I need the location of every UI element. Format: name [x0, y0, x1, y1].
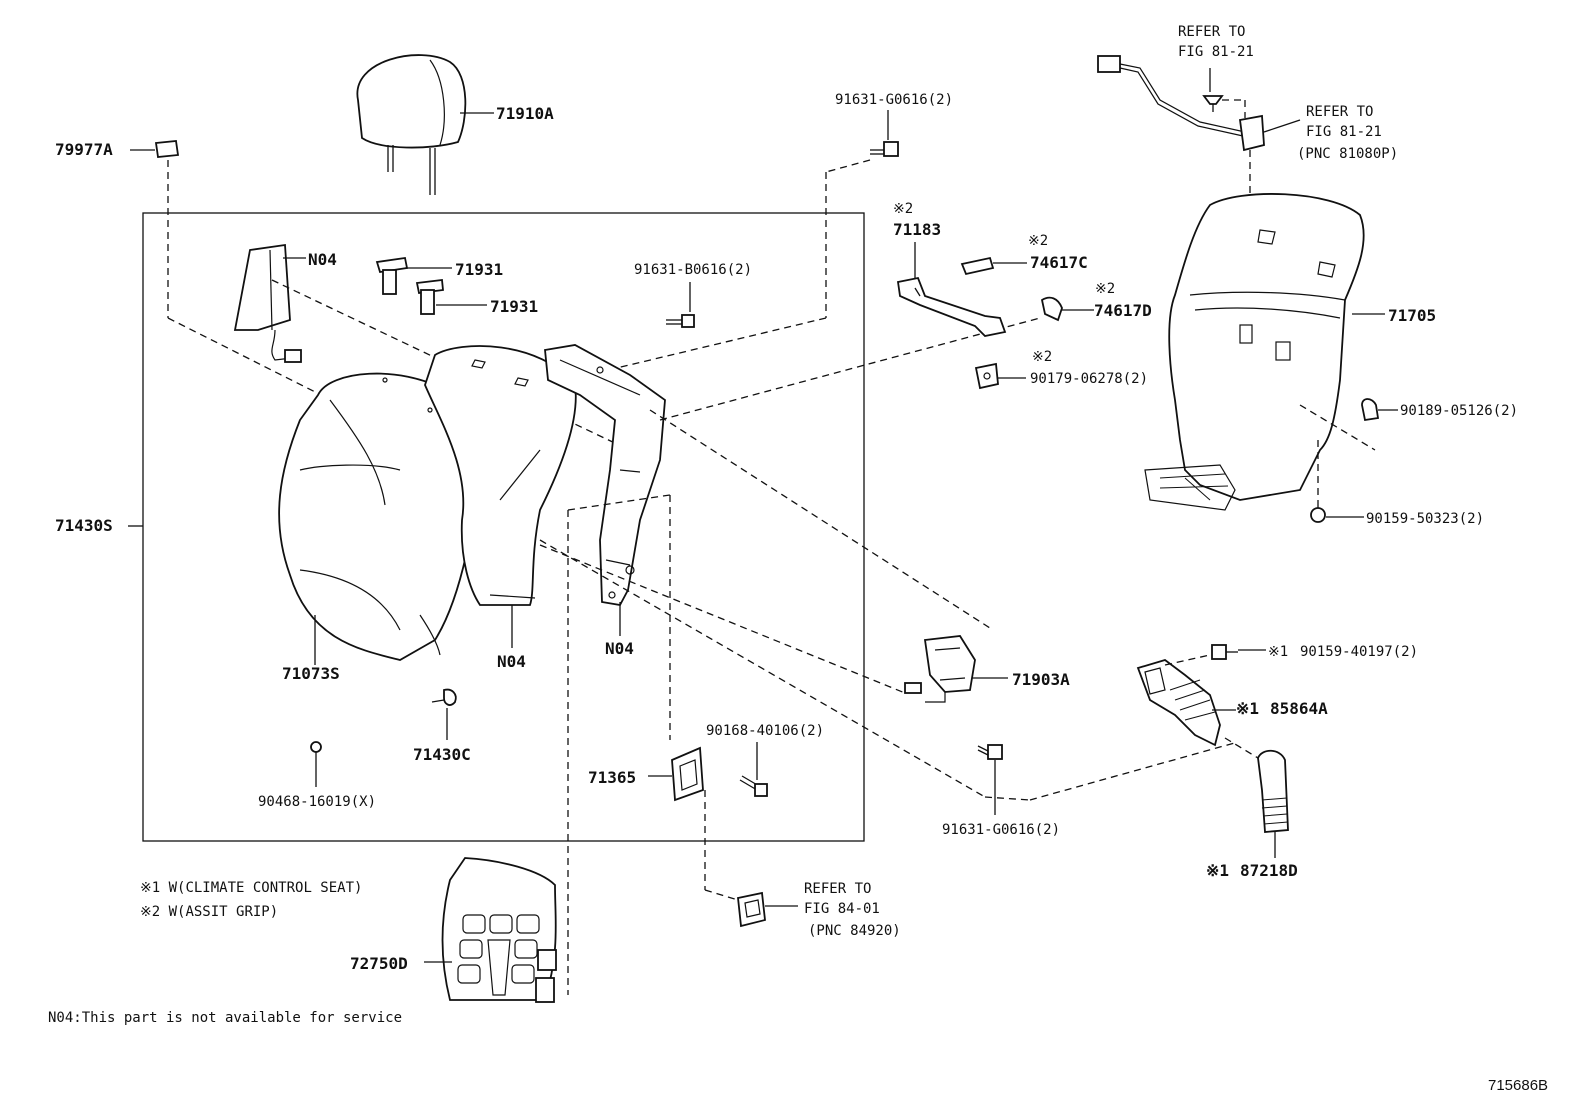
screw-81-21-drawing	[1202, 95, 1224, 112]
bolt-91631-B0616-drawing	[666, 314, 695, 328]
part-label-71910A: 71910A	[496, 104, 554, 123]
ref-84-01-line3: (PNC 84920)	[808, 923, 901, 939]
heater-pad-72750D-drawing	[441, 857, 557, 1003]
part-label-90189-05126: 90189-05126(2)	[1400, 403, 1518, 419]
clip-71430C-drawing	[431, 688, 457, 706]
part-label-71073S: 71073S	[282, 664, 340, 683]
part-label-90159-40197: 90159-40197(2)	[1300, 644, 1418, 660]
diagram-id: 715686B	[1488, 1077, 1548, 1094]
ref-81-21-a-line2: FIG 81-21	[1178, 44, 1254, 60]
note-n04-not-available: N04:This part is not available for servi…	[48, 1010, 402, 1026]
part-label-90179-06278: 90179-06278(2)	[1030, 371, 1148, 387]
headrest-support-1-drawing	[375, 256, 409, 295]
cap-74617D-drawing	[1040, 296, 1063, 322]
part-label-79977A: 79977A	[55, 140, 113, 159]
part-label-90159-50323: 90159-50323(2)	[1366, 511, 1484, 527]
release-71903A-drawing	[904, 635, 976, 703]
part-label-91631-G0616-top: 91631-G0616(2)	[835, 92, 953, 108]
part-label-N04-pad: N04	[497, 652, 526, 671]
part-label-71365: 71365	[588, 768, 636, 787]
note-climate-control: ※1 W(CLIMATE CONTROL SEAT)	[140, 880, 362, 896]
part-label-91631-B0616: 91631-B0616(2)	[634, 262, 752, 278]
wire-harness-81080P-drawing	[1097, 55, 1265, 152]
part-label-N04-frame: N04	[605, 639, 634, 658]
part-label-90168-40106: 90168-40106(2)	[706, 723, 824, 739]
part-label-71183: 71183	[893, 220, 941, 239]
part-label-N04-airbag: N04	[308, 250, 337, 269]
blower-85864A-drawing	[1136, 659, 1221, 747]
mark-2-74617D: ※2	[1095, 281, 1115, 297]
screw-90168-drawing	[739, 775, 768, 797]
seatback-cover-drawing	[278, 372, 481, 661]
clip-90468-drawing	[310, 741, 322, 753]
mark-1-87218D: ※1	[1206, 861, 1229, 880]
part-label-90468-16019: 90468-16019(X)	[258, 794, 376, 810]
mark-2-71183: ※2	[893, 201, 913, 217]
part-label-71931-a: 71931	[455, 260, 503, 279]
headrest-drawing	[356, 54, 467, 195]
part-label-71931-b: 71931	[490, 297, 538, 316]
cover-71365-drawing	[671, 746, 704, 802]
mark-1-85864A: ※1	[1236, 699, 1259, 718]
part-label-85864A: 85864A	[1270, 699, 1328, 718]
ref-81-21-b-line2: FIG 81-21	[1306, 124, 1382, 140]
nut-90159-50323-drawing	[1310, 500, 1326, 523]
assist-grip-drawing	[896, 276, 1007, 337]
part-label-71903A: 71903A	[1012, 670, 1070, 689]
ref-84-01-line2: FIG 84-01	[804, 901, 880, 917]
seatback-frame-drawing	[544, 344, 666, 606]
ref-81-21-b-line3: (PNC 81080P)	[1297, 146, 1398, 162]
ref-84-01-line1: REFER TO	[804, 881, 871, 897]
clip-79977A-drawing	[154, 140, 180, 158]
part-label-71430C: 71430C	[413, 745, 471, 764]
clip-90189-drawing	[1361, 398, 1380, 422]
part-label-71430S: 71430S	[55, 516, 113, 535]
switch-84920-drawing	[737, 891, 766, 928]
ref-81-21-b-line1: REFER TO	[1306, 104, 1373, 120]
side-airbag-drawing	[233, 243, 302, 363]
note-assist-grip: ※2 W(ASSIT GRIP)	[140, 904, 278, 920]
part-label-72750D: 72750D	[350, 954, 408, 973]
part-label-74617D: 74617D	[1094, 301, 1152, 320]
bolt-90159-40197-drawing	[1211, 644, 1238, 660]
mark-2-90179: ※2	[1032, 349, 1052, 365]
ref-81-21-a-line1: REFER TO	[1178, 24, 1245, 40]
bolt-91631-G0616-top-drawing	[870, 141, 899, 157]
part-label-91631-G0616-bottom: 91631-G0616(2)	[942, 822, 1060, 838]
mark-2-74617C: ※2	[1028, 233, 1048, 249]
assembly-frame	[142, 212, 865, 842]
seatback-board-71705-drawing	[1144, 193, 1365, 511]
duct-87218D-drawing	[1257, 749, 1289, 833]
part-label-87218D: 87218D	[1240, 861, 1298, 880]
bolt-91631-G0616-bottom-drawing	[977, 744, 1003, 760]
cap-74617C-drawing	[960, 256, 995, 276]
part-label-74617C: 74617C	[1030, 253, 1088, 272]
nut-90179-drawing	[974, 362, 999, 390]
part-label-71705: 71705	[1388, 306, 1436, 325]
headrest-support-2-drawing	[415, 278, 444, 315]
mark-1-90159-40197: ※1	[1268, 644, 1288, 660]
